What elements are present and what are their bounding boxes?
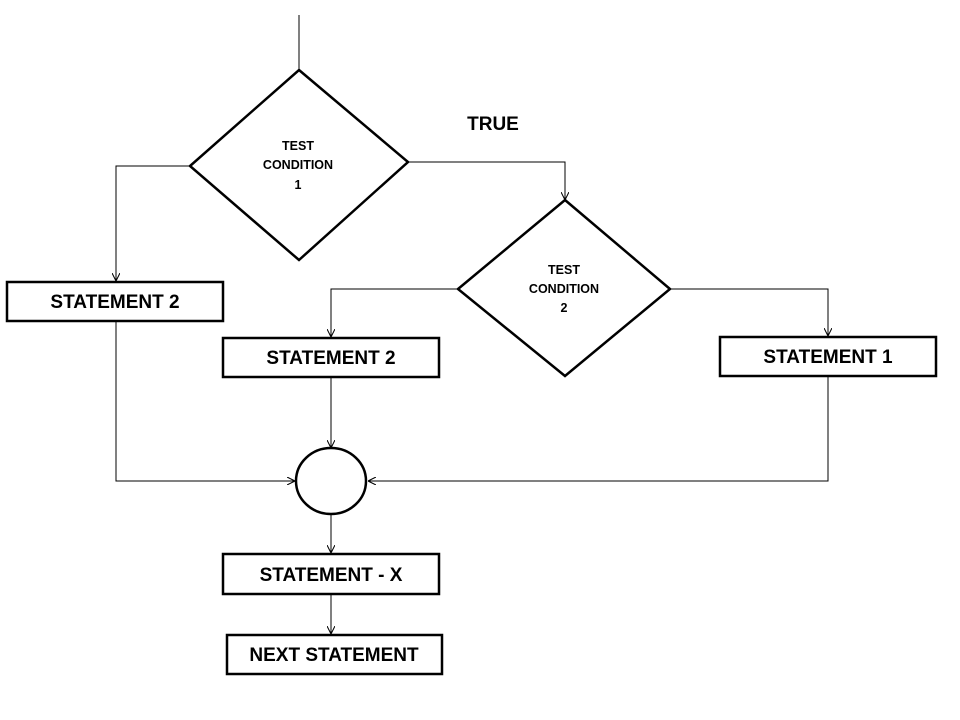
statement-x-box: STATEMENT - X bbox=[221, 552, 441, 596]
decision1-line2: CONDITION bbox=[263, 158, 333, 172]
statement-mid-box: STATEMENT 2 bbox=[221, 336, 441, 379]
join-connector-circle bbox=[294, 446, 368, 516]
decision2-line2: CONDITION bbox=[529, 282, 599, 296]
left-statement-to-join-connector bbox=[115, 322, 295, 481]
right-statement-to-join-connector bbox=[368, 377, 829, 481]
next-statement-label: NEXT STATEMENT bbox=[249, 645, 419, 666]
statement-left-label: STATEMENT 2 bbox=[50, 292, 179, 313]
true-label: TRUE bbox=[467, 114, 519, 135]
statement-right-box: STATEMENT 1 bbox=[718, 335, 938, 378]
condition2-true-connector bbox=[670, 288, 828, 336]
statement-mid-label: STATEMENT 2 bbox=[266, 348, 395, 369]
decision-test-condition-1: TEST CONDITION 1 bbox=[188, 68, 410, 262]
condition1-true-connector bbox=[408, 161, 565, 200]
decision2-line1: TEST bbox=[548, 263, 580, 277]
statement-x-label: STATEMENT - X bbox=[260, 565, 403, 586]
decision1-line3: 1 bbox=[295, 178, 302, 192]
statement-right-label: STATEMENT 1 bbox=[763, 347, 893, 368]
decision1-line1: TEST bbox=[282, 139, 314, 153]
decision-test-condition-2: TEST CONDITION 2 bbox=[456, 198, 672, 378]
next-statement-box: NEXT STATEMENT bbox=[225, 633, 444, 676]
condition1-false-connector bbox=[116, 165, 190, 281]
statement-left-box: STATEMENT 2 bbox=[5, 280, 225, 323]
decision2-line3: 2 bbox=[561, 301, 568, 315]
condition2-false-connector bbox=[331, 288, 458, 337]
